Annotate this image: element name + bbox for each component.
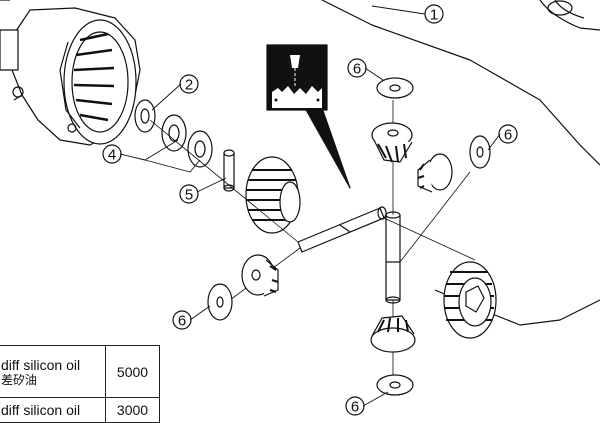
oil-name: diff silicon oil bbox=[1, 402, 81, 418]
callout-circle-6-top bbox=[347, 58, 367, 78]
cross-shaft-vertical bbox=[385, 211, 401, 304]
callout-2: 2 bbox=[185, 77, 193, 94]
small-bevel-gear-left bbox=[241, 254, 279, 297]
diff-oil-table: diff silicon oil 差矽油 5000 diff silicon o… bbox=[0, 345, 160, 423]
small-bevel-gear-top bbox=[371, 122, 413, 163]
callout-circle-5 bbox=[179, 184, 199, 204]
washer-4b bbox=[187, 130, 213, 168]
top-right-part bbox=[539, 0, 600, 31]
large-bevel-gear-right bbox=[443, 261, 497, 339]
oil-name-cn: 差矽油 bbox=[1, 372, 38, 387]
callout-circle-1 bbox=[424, 4, 444, 24]
callout-6-right: 6 bbox=[504, 127, 512, 144]
callout-1: 1 bbox=[430, 7, 438, 24]
oil-row-3000: diff silicon oil 3000 bbox=[0, 397, 160, 423]
washer-bottom bbox=[376, 374, 414, 396]
oil-row-5000: diff silicon oil 差矽油 5000 bbox=[0, 345, 160, 398]
oil-name-cell: diff silicon oil bbox=[0, 397, 106, 423]
callout-circle-4 bbox=[102, 144, 122, 164]
callout-5: 5 bbox=[185, 187, 193, 204]
differential-case bbox=[0, 7, 141, 146]
shaft-center-line-h bbox=[149, 119, 476, 261]
callout-circle-6-right bbox=[498, 124, 518, 144]
gear-mesh-detail-callout bbox=[266, 44, 351, 189]
oil-value: 3000 bbox=[105, 397, 160, 423]
cross-shaft-horizontal bbox=[297, 206, 387, 253]
washer-4a bbox=[161, 114, 187, 152]
washer-top bbox=[376, 77, 414, 99]
oil-value: 5000 bbox=[105, 345, 160, 398]
oil-name-cell: diff silicon oil 差矽油 bbox=[0, 345, 106, 398]
washer-left bbox=[207, 283, 233, 321]
callout-4: 4 bbox=[108, 147, 116, 164]
callout-6-left: 6 bbox=[178, 313, 186, 330]
callout-circle-6-bottom bbox=[345, 396, 365, 416]
pin-5 bbox=[223, 149, 235, 192]
washer-2 bbox=[134, 99, 156, 133]
small-bevel-gear-bottom bbox=[370, 315, 416, 353]
callout-6-bottom: 6 bbox=[351, 399, 359, 416]
washer-right bbox=[469, 135, 491, 169]
large-bevel-gear-left bbox=[245, 156, 301, 234]
callout-circle-2 bbox=[179, 74, 199, 94]
case-outline bbox=[321, 0, 600, 166]
oil-name: diff silicon oil bbox=[1, 356, 81, 373]
callout-circle-6-left bbox=[172, 310, 192, 330]
small-bevel-gear-right bbox=[417, 153, 453, 193]
leader-lines bbox=[119, 5, 501, 407]
callout-6-top: 6 bbox=[353, 61, 361, 78]
